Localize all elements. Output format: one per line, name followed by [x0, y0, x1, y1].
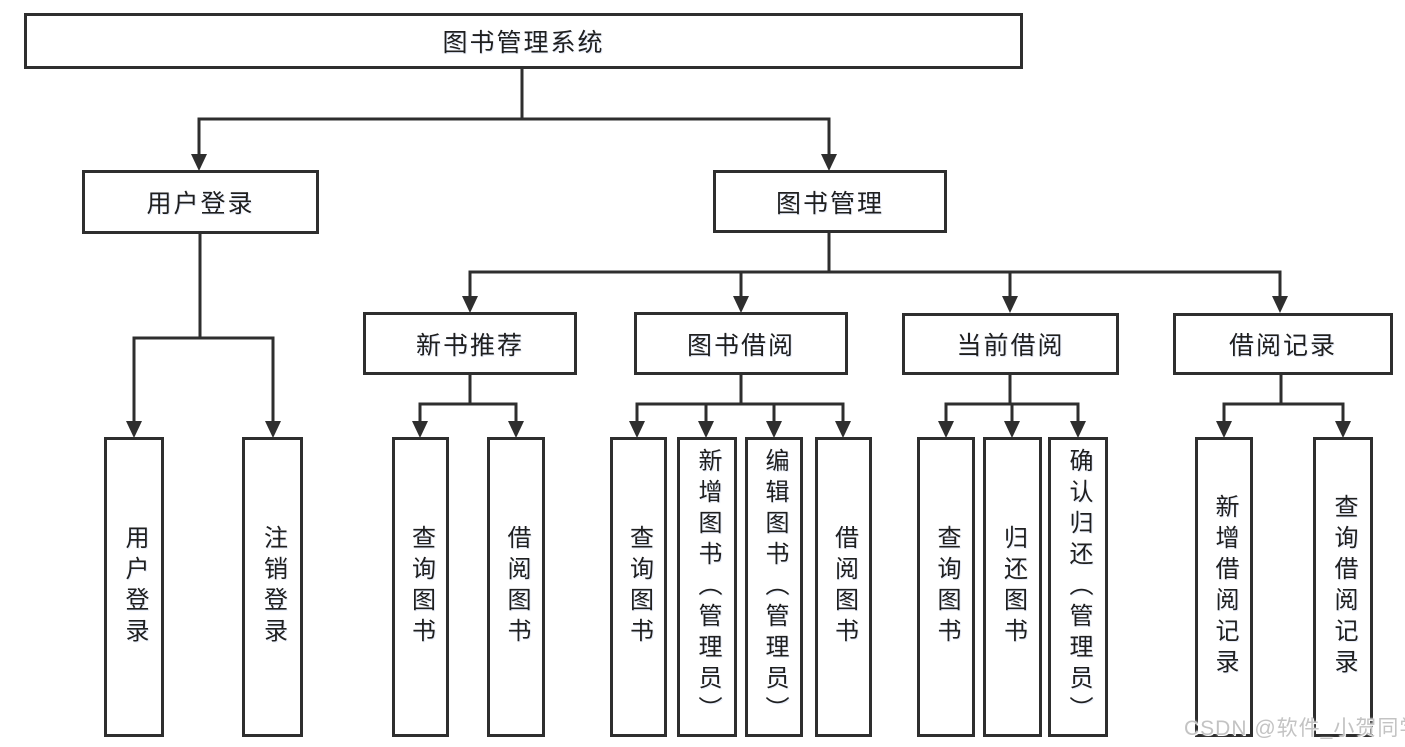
edge-current-borrowing-to-leaves [938, 373, 1086, 438]
node-new-book-recommendation: 新书推荐 [363, 312, 577, 375]
leaf-label: 借阅图书 [830, 525, 858, 649]
leaf-label: 新增图书（管理员） [694, 447, 721, 727]
leaf-logout-login: 注销登录 [242, 437, 303, 737]
leaf-label: 注销登录 [259, 525, 287, 649]
arrowhead [733, 296, 749, 313]
leaf-label: 归还图书 [999, 525, 1027, 649]
leaf-bb-borrow-books: 借阅图书 [815, 437, 872, 737]
arrowhead [698, 421, 714, 438]
arrowhead [835, 421, 851, 438]
connector-line [132, 338, 275, 422]
node-label: 图书借阅 [686, 331, 795, 360]
node-current-borrowing: 当前借阅 [902, 313, 1119, 375]
node-book-management: 图书管理 [713, 170, 947, 233]
arrowhead [508, 421, 524, 438]
node-library-management-system: 图书管理系统 [24, 13, 1023, 69]
leaf-cb-return-books: 归还图书 [983, 437, 1042, 737]
node-label: 当前借阅 [956, 332, 1065, 360]
connector-line [468, 272, 1282, 297]
leaf-label: 查询图书 [625, 525, 653, 649]
leaf-label: 新增借阅记录 [1211, 494, 1238, 680]
edge-book-borrowing-to-leaves [629, 373, 851, 438]
arrowhead [1002, 296, 1018, 313]
csdn-watermark: CSDN @软件_小贺同学 [1184, 717, 1405, 740]
connector-line [944, 373, 1080, 406]
leaf-bb-edit-books-admin: 编辑图书（管理员） [745, 437, 803, 737]
node-borrowing-records: 借阅记录 [1173, 313, 1393, 375]
arrowhead [629, 421, 645, 438]
arrowhead [191, 154, 207, 171]
edge-user-login-to-leaves [126, 232, 281, 438]
leaf-user-login: 用户登录 [104, 437, 164, 737]
edge-borrowing-records-to-leaves [1216, 373, 1351, 438]
connector-line [1222, 404, 1345, 422]
connector-line [197, 66, 831, 121]
node-label: 图书管理 [775, 189, 884, 218]
arrowhead [1272, 296, 1288, 313]
leaf-br-add-borrow-record: 新增借阅记录 [1195, 437, 1253, 737]
arrowhead [126, 421, 142, 438]
arrowhead [938, 421, 954, 438]
leaf-label: 编辑图书（管理员） [761, 447, 788, 727]
node-label: 新书推荐 [415, 331, 524, 360]
connector-line [197, 119, 831, 155]
arrowhead [1070, 421, 1086, 438]
arrowhead [462, 296, 478, 313]
leaf-label: 用户登录 [121, 525, 148, 649]
leaf-cb-query-books: 查询图书 [917, 437, 975, 737]
arrowhead [1335, 421, 1351, 438]
leaf-nbr-query-books: 查询图书 [392, 437, 449, 737]
arrowhead [1004, 421, 1020, 438]
arrowhead [412, 421, 428, 438]
arrowhead [1216, 421, 1232, 438]
leaf-label: 借阅图书 [503, 525, 530, 649]
leaf-label: 查询图书 [933, 525, 960, 649]
connector-line [635, 404, 845, 422]
leaf-br-query-borrow-record: 查询借阅记录 [1313, 437, 1373, 737]
node-label: 图书管理系统 [442, 29, 605, 57]
node-label: 用户登录 [146, 190, 255, 218]
edge-root-to-level2 [191, 66, 837, 171]
connector-line [635, 373, 845, 406]
arrowhead [766, 421, 782, 438]
connector-line [418, 404, 518, 422]
leaf-label: 查询借阅记录 [1330, 494, 1357, 680]
leaf-nbr-borrow-books: 借阅图书 [487, 437, 545, 737]
leaf-label: 查询图书 [407, 525, 435, 649]
leaf-label: 确认归还（管理员） [1065, 447, 1092, 727]
connector-line [132, 232, 275, 340]
leaf-bb-query-books: 查询图书 [610, 437, 667, 737]
leaf-bb-add-books-admin: 新增图书（管理员） [677, 437, 737, 737]
edge-new-book-recommendation-to-leaves [412, 373, 524, 438]
arrowhead [821, 154, 837, 171]
connector-line [468, 231, 1282, 274]
node-label: 借阅记录 [1228, 332, 1337, 360]
edge-book-management-to-level3 [462, 231, 1288, 313]
connector-line [944, 404, 1080, 422]
arrowhead [265, 421, 281, 438]
connector-line [418, 373, 518, 406]
node-book-borrowing: 图书借阅 [634, 312, 848, 375]
connector-line [1222, 373, 1345, 406]
node-user-login: 用户登录 [82, 170, 319, 234]
leaf-cb-confirm-return-admin: 确认归还（管理员） [1048, 437, 1108, 737]
